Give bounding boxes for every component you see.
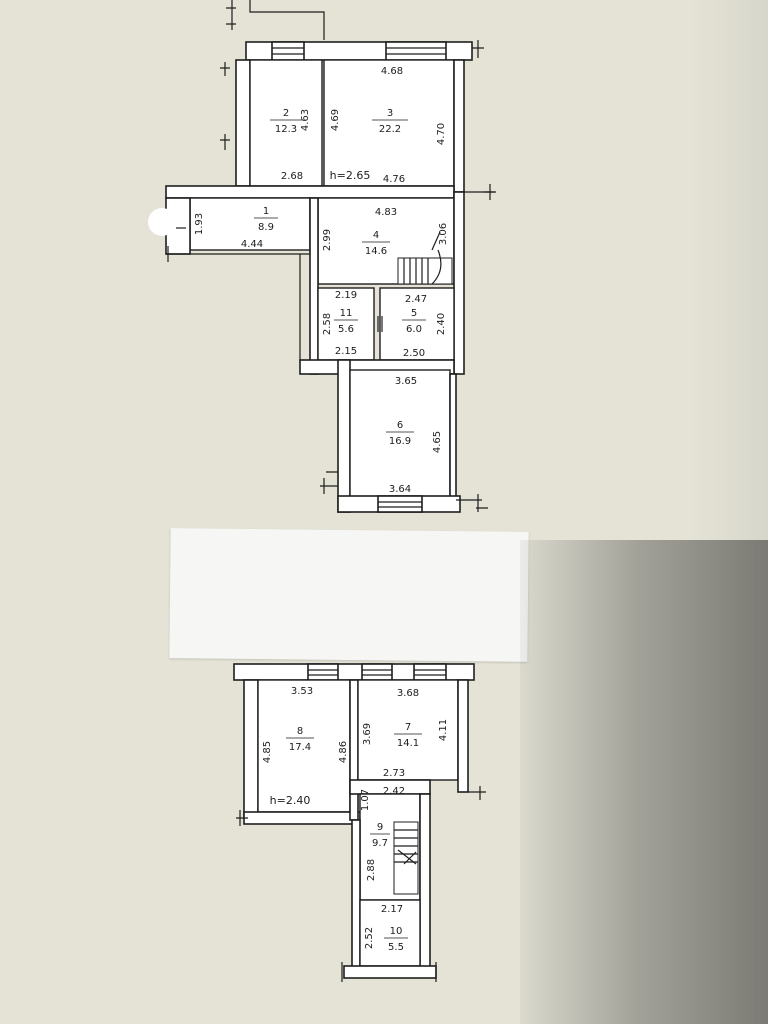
room-number: 3 — [387, 108, 393, 119]
dimension: 3.65 — [395, 376, 417, 387]
floor2-labels: 8 17.4 7 14.1 9 9.7 10 5.5 h=2.40 3.53 3… — [262, 686, 449, 953]
room-number: 2 — [283, 108, 289, 119]
dimension: 4.11 — [438, 719, 449, 741]
room-2 — [249, 59, 323, 187]
window — [271, 41, 305, 61]
room-number: 8 — [297, 726, 303, 737]
dimension: 3.06 — [438, 223, 449, 245]
room-10 — [359, 899, 421, 967]
dimension: 2.40 — [436, 313, 447, 335]
dimension: 4.86 — [338, 741, 349, 763]
dimension: 4.85 — [262, 741, 273, 763]
room-area: 6.0 — [406, 324, 422, 335]
dimension: 4.76 — [383, 174, 405, 185]
room-number: 5 — [411, 308, 417, 319]
dimension: 4.63 — [300, 109, 311, 131]
window — [361, 663, 393, 681]
dimension: 1.07 — [360, 789, 371, 811]
room-area: 16.9 — [389, 436, 411, 447]
dimension: 4.83 — [375, 207, 397, 218]
room-1 — [189, 197, 311, 251]
room-11 — [317, 287, 375, 361]
dimension: 2.58 — [322, 313, 333, 335]
redaction-dot — [148, 208, 176, 236]
paper-shading — [690, 0, 768, 540]
dimension: 4.70 — [436, 123, 447, 145]
dimension: 4.44 — [241, 239, 263, 250]
dimension: 4.65 — [432, 431, 443, 453]
room-area: 5.6 — [338, 324, 354, 335]
room-number: 7 — [405, 722, 411, 733]
paper-cover-strip — [169, 528, 529, 662]
dimension: 2.15 — [335, 346, 357, 357]
window — [377, 495, 423, 513]
room-area: 12.3 — [275, 124, 297, 135]
room-number: 1 — [263, 206, 269, 217]
dimension: 4.68 — [381, 66, 403, 77]
dimension: 2.47 — [405, 294, 427, 305]
room-area: 14.6 — [365, 246, 387, 257]
window — [413, 663, 447, 681]
stairs-icon — [393, 821, 419, 895]
floor1-plan — [165, 0, 496, 513]
room-7 — [357, 679, 459, 781]
dimension: 1.93 — [194, 213, 205, 235]
room-area: 8.9 — [258, 222, 274, 233]
dimension: 2.17 — [381, 904, 403, 915]
dimension: 2.42 — [383, 786, 405, 797]
floor1-labels: 2 12.3 3 22.2 1 8.9 4 14.6 11 5.6 5 6.0 … — [194, 66, 449, 495]
dimension: 3.69 — [362, 723, 373, 745]
floor2-plan — [233, 663, 486, 982]
ceiling-height: h=2.65 — [330, 169, 371, 182]
ceiling-height: h=2.40 — [270, 794, 311, 807]
room-area: 9.7 — [372, 838, 388, 849]
dimension: 2.52 — [364, 927, 375, 949]
room-number: 6 — [397, 420, 403, 431]
room-area: 17.4 — [289, 742, 311, 753]
dimension: 3.68 — [397, 688, 419, 699]
window — [385, 41, 447, 61]
dimension: 2.68 — [281, 171, 303, 182]
room-area: 14.1 — [397, 738, 419, 749]
dimension: 2.88 — [366, 859, 377, 881]
room-number: 9 — [377, 822, 383, 833]
stairs-icon — [397, 231, 453, 285]
room-number: 10 — [390, 926, 403, 937]
room-area: 5.5 — [388, 942, 404, 953]
room-number: 11 — [340, 308, 353, 319]
room-number: 4 — [373, 230, 379, 241]
dimension: 4.69 — [330, 109, 341, 131]
room-area: 22.2 — [379, 124, 401, 135]
dimension: 3.64 — [389, 484, 411, 495]
room-6 — [349, 369, 451, 499]
dimension: 2.73 — [383, 768, 405, 779]
dimension: 3.53 — [291, 686, 313, 697]
dimension: 2.19 — [335, 290, 357, 301]
room-5 — [379, 287, 455, 361]
dimension: 2.50 — [403, 348, 425, 359]
room-3 — [323, 59, 455, 187]
dimension: 2.99 — [322, 229, 333, 251]
window — [307, 663, 339, 681]
photo-shadow — [520, 540, 768, 1024]
